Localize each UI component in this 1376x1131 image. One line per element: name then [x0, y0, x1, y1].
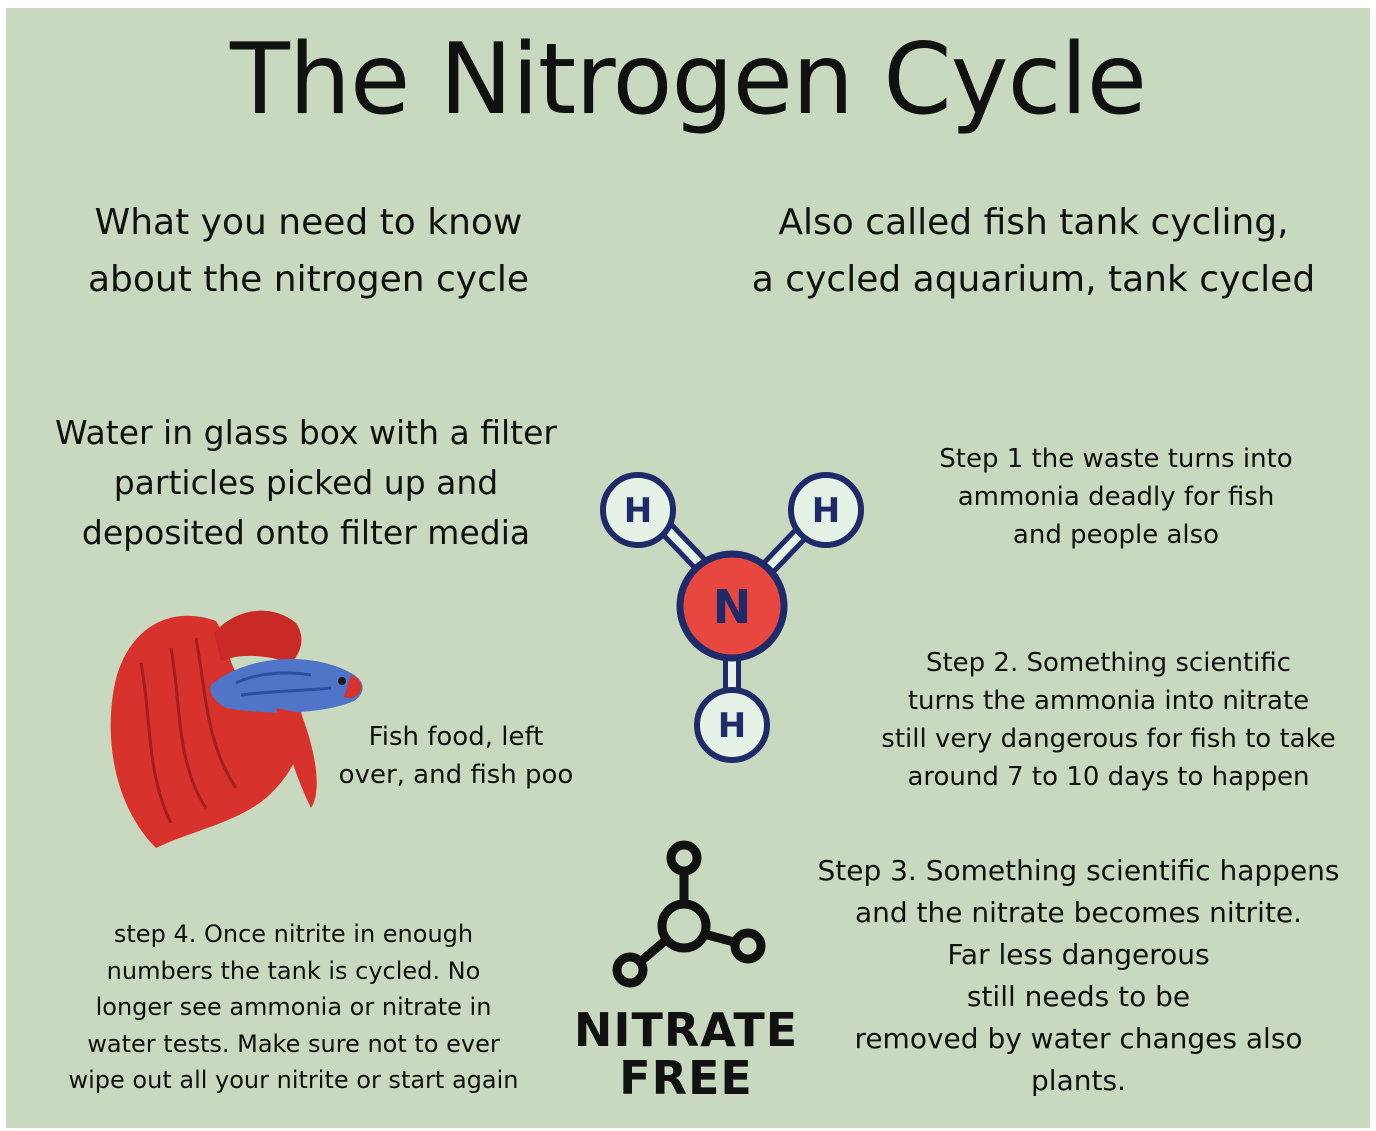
- step-4-text: step 4. Once nitrite in enough numbers t…: [68, 920, 519, 1094]
- ammonia-molecule-icon: H H N H: [600, 472, 864, 763]
- hydrogen-left-label: H: [624, 491, 652, 531]
- hydrogen-atom-right: H: [788, 472, 864, 548]
- hydrogen-atom-left: H: [600, 472, 676, 548]
- fish-body-scales: [235, 671, 332, 697]
- nitrate-bond-left: [637, 936, 669, 966]
- betta-fish-icon: [110, 610, 363, 848]
- nitrate-bond-right: [702, 929, 736, 947]
- nitrogen-label: N: [713, 580, 752, 634]
- fish-mouth: [344, 675, 362, 699]
- step-3-text: Step 3. Something scientific happens and…: [817, 854, 1340, 1097]
- nitrate-atom-top: [666, 840, 702, 876]
- step-1-text: Step 1 the waste turns into ammonia dead…: [939, 444, 1293, 550]
- nitrate-atom-left: [612, 952, 648, 988]
- filter-description: Water in glass box with a filter particl…: [55, 413, 557, 552]
- fish-ventral-fin: [276, 708, 317, 808]
- nitrate-atom-right: [730, 928, 766, 964]
- fish-body: [210, 659, 363, 713]
- page-title: The Nitrogen Cycle: [229, 23, 1147, 137]
- hydrogen-right-label: H: [812, 491, 840, 531]
- nitrogen-atom: N: [676, 550, 788, 662]
- fish-food-text: Fish food, left over, and fish poo: [338, 722, 574, 790]
- nitrate-molecule-icon: [612, 840, 766, 988]
- fish-tail-detail: [139, 637, 238, 824]
- step-2-text: Step 2. Something scientific turns the a…: [881, 648, 1336, 792]
- hydrogen-atom-bottom: H: [694, 687, 770, 763]
- fish-eye: [338, 677, 346, 685]
- nitrate-atom-center: [657, 899, 711, 953]
- subtitle-right: Also called fish tank cycling, a cycled …: [751, 202, 1316, 300]
- subtitle-left: What you need to know about the nitrogen…: [87, 202, 530, 300]
- infographic-poster: The Nitrogen Cycle What you need to know…: [6, 8, 1370, 1128]
- fish-dorsal-fin: [214, 610, 302, 663]
- nitrate-free-label: NITRATE FREE: [573, 1003, 799, 1105]
- hydrogen-bottom-label: H: [718, 706, 746, 746]
